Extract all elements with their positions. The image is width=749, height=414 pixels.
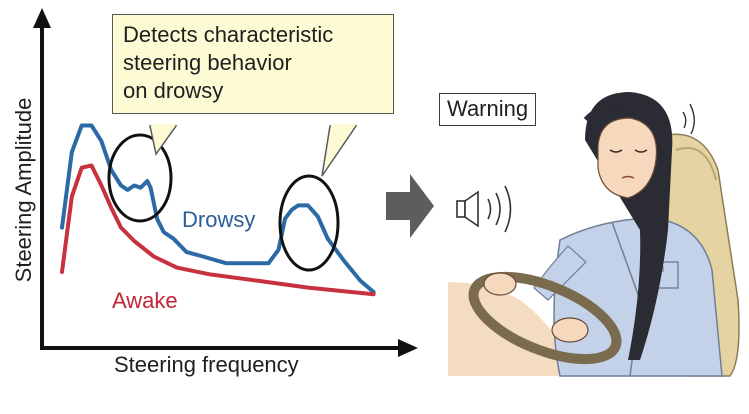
callout-box: Detects characteristic steering behavior… bbox=[112, 14, 394, 114]
series-label-awake: Awake bbox=[112, 288, 178, 313]
highlight-circle-left bbox=[107, 133, 173, 223]
warning-label: Warning bbox=[439, 93, 537, 126]
y-axis-arrowhead bbox=[33, 8, 51, 28]
chart-axes bbox=[33, 8, 418, 357]
callout-pointer-right bbox=[321, 125, 358, 177]
callout-line-2: steering behavior bbox=[123, 50, 292, 75]
sound-wave-icon bbox=[487, 185, 512, 233]
y-axis-label: Steering Amplitude bbox=[11, 97, 36, 283]
callout-line-3: on drowsy bbox=[123, 78, 224, 103]
x-axis-arrowhead bbox=[398, 339, 418, 357]
highlight-circle-right bbox=[278, 174, 340, 272]
series-line-awake bbox=[60, 163, 376, 297]
right-arrow-icon bbox=[386, 174, 434, 238]
speaker-icon bbox=[456, 190, 479, 228]
series-label-drowsy: Drowsy bbox=[182, 207, 256, 232]
drowsy-driver-illustration bbox=[448, 92, 740, 377]
x-axis-label: Steering frequency bbox=[114, 352, 299, 377]
callout-line-1: Detects characteristic bbox=[123, 22, 334, 47]
